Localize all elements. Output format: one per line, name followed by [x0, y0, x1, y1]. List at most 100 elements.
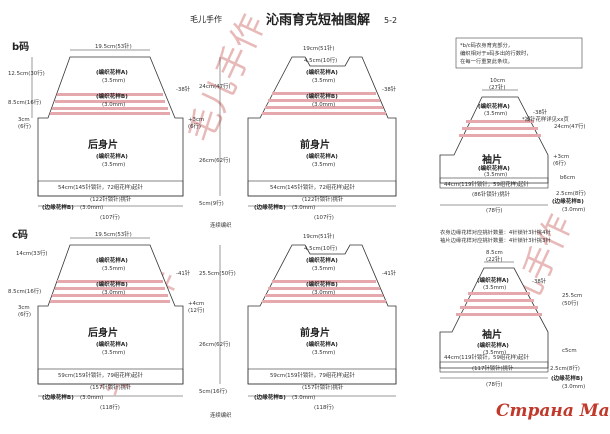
- b-sleeve-edge-needle: (3.0mm): [562, 207, 585, 213]
- c-sleeve-h-b: (50行): [562, 299, 578, 307]
- c-back-cast: (157针锁针)挑针: [90, 383, 132, 391]
- b-sleeve-edge-h: 2.5cm(8行): [556, 189, 586, 197]
- c-back-title: 后身片: [88, 326, 118, 339]
- b-center-side: +3cm: [188, 117, 204, 123]
- c-sleeve-cast: (117针锁针)挑针: [472, 364, 514, 372]
- b-back-width: 54cm(145针锁针，72组花样)起针: [58, 183, 144, 191]
- b-back-bottom: (107行): [100, 213, 120, 221]
- b-back-h1: 12.5cm(30行): [8, 69, 45, 77]
- b-sleeve-piece: [439, 89, 549, 206]
- b-sleeve-needle-a: (3.5mm): [484, 111, 507, 117]
- c-front-pat-a2: (编织花样A): [306, 340, 338, 348]
- b-front-pat-a2: (编织花样A): [306, 152, 338, 160]
- b-center-join: 连续编织: [210, 221, 232, 229]
- c-sleeve-top: 8.5cm: [486, 250, 503, 256]
- c-front-bottom: (118行): [314, 403, 334, 411]
- b-sleeve-side-b: (6行): [553, 159, 566, 167]
- b-front-neck: 4.5cm(10行): [304, 56, 337, 64]
- c-sleeve-edge-h: 2.5cm(8行): [550, 364, 580, 372]
- b-front-edge-needle: (3.0mm): [292, 205, 315, 211]
- c-sleeve-pat-a2: (编织花样A): [477, 341, 509, 349]
- c-front-pat-a: (编织花样A): [306, 256, 338, 264]
- section-c-label: c码: [12, 229, 28, 241]
- c-front-cast: (157针锁针)挑针: [302, 383, 344, 391]
- c-back-piece: [37, 237, 184, 397]
- c-back-bottom: (118行): [100, 403, 120, 411]
- c-back-pat-a: (编织花样A): [96, 256, 128, 264]
- c-center-side-b: (12行): [188, 306, 204, 314]
- b-front-width: 54cm(145针锁针，72组花样)起针: [270, 183, 356, 191]
- c-back-edge-needle: (3.0mm): [80, 395, 103, 401]
- b-front-pat-b: (编织花样B): [306, 92, 338, 100]
- b-center-dec: -38针: [176, 85, 191, 93]
- b-center-h-total: 24cm(47行): [199, 82, 231, 90]
- c-front-width: 59cm(159针锁针，79组花样)起针: [270, 371, 356, 379]
- c-back-h3: 3cm: [18, 305, 30, 311]
- note-box: [455, 37, 583, 69]
- b-front-needle-a2: (3.5mm): [312, 162, 335, 168]
- b-back-cast: (122针锁针)挑针: [90, 195, 132, 203]
- c-sleeve-needle-a: (3.5mm): [483, 285, 506, 291]
- b-back-h3: 3cm: [18, 117, 30, 123]
- c-sleeve-needle-a2: (3.5mm): [483, 350, 506, 356]
- b-back-needle-a2: (3.5mm): [102, 162, 125, 168]
- b-sleeve-dec-note: *减针花样详见xx页: [522, 115, 569, 123]
- b-back-h2: 8.5cm(16行): [8, 98, 41, 106]
- c-sleeve-bottom: (78行): [486, 380, 502, 388]
- c-center-side: +4cm: [188, 301, 204, 307]
- b-front-top: 19cm(51针): [303, 44, 335, 52]
- b-back-pat-a: (编织花样A): [96, 68, 128, 76]
- b-back-needle-b: (3.0mm): [102, 102, 125, 108]
- b-sleeve-h: 24cm(47行): [554, 122, 586, 130]
- c-front-needle-b: (3.0mm): [312, 290, 335, 296]
- b-center-h-edge: 5cm(9行): [199, 199, 224, 207]
- c-center-h-body: 26cm(62行): [199, 340, 231, 348]
- c-sleeve-pat-a: (编织花样A): [477, 276, 509, 284]
- b-back-top: 19.5cm(53针): [95, 42, 132, 50]
- b-sleeve-needle-a2: (3.5mm): [484, 172, 507, 178]
- c-sleeve-h-body: c5cm: [562, 348, 577, 354]
- b-sleeve-pat-a: (编织花样A): [478, 102, 510, 110]
- b-back-edge-needle: (3.0mm): [80, 205, 103, 211]
- c-front-edge: (边缘花样B): [254, 393, 286, 401]
- c-sleeve-width: 44cm(119针锁针，59组花样)起针: [444, 353, 530, 361]
- c-front-edge-needle: (3.0mm): [292, 395, 315, 401]
- c-front-dec: -41针: [382, 269, 397, 277]
- note-line-1: *b/c码衣身育克部分，: [460, 41, 513, 49]
- b-sleeve-side: +3cm: [553, 154, 569, 160]
- c-front-pat-b: (编织花样B): [306, 280, 338, 288]
- b-back-piece: [31, 49, 184, 207]
- c-sleeve-dec: -38针: [532, 277, 547, 285]
- b-front-piece: [247, 56, 397, 207]
- c-center-dec: -41针: [176, 269, 191, 277]
- corner-watermark: Страна Мам: [496, 401, 610, 421]
- b-back-h3b: (6行): [18, 122, 31, 130]
- b-front-needle-a: (3.5mm): [312, 78, 335, 84]
- c-back-h2: 8.5cm(16行): [8, 287, 41, 295]
- c-sleeve-edge: (边缘花样B): [551, 374, 583, 382]
- b-sleeve-dec: -38针: [533, 108, 548, 116]
- c-back-width: 59cm(159针锁针，79组花样)起针: [58, 371, 144, 379]
- c-back-needle-a: (3.5mm): [102, 266, 125, 272]
- c-center-h-total: 25.5cm(50行): [199, 269, 236, 277]
- mid-note-2: 袖片边缘花样对应挑针数量：4针锁针3针挑3针: [440, 236, 551, 244]
- c-back-edge: (边缘花样B): [42, 393, 74, 401]
- b-sleeve-top-b: (27针): [489, 83, 505, 91]
- c-back-h1: 14cm(33行): [16, 249, 48, 257]
- c-sleeve-h: 25.5cm: [562, 293, 582, 299]
- b-front-pat-a: (编织花样A): [306, 68, 338, 76]
- b-sleeve-h-body: b6cm: [560, 175, 575, 181]
- b-front-needle-b: (3.0mm): [312, 102, 335, 108]
- c-front-neck: 4.5cm(10行): [304, 244, 337, 252]
- c-front-needle-a: (3.5mm): [312, 266, 335, 272]
- b-sleeve-title: 袖片: [481, 153, 502, 166]
- b-front-bottom: (107行): [314, 213, 334, 221]
- b-back-pat-a2: (编织花样A): [96, 152, 128, 160]
- b-back-needle-a: (3.5mm): [102, 78, 125, 84]
- c-sleeve-title: 袖片: [481, 328, 502, 341]
- b-front-edge: (边缘花样B): [254, 203, 286, 211]
- b-front-title: 前身片: [300, 138, 330, 151]
- b-front-cast: (122针锁针)挑针: [302, 195, 344, 203]
